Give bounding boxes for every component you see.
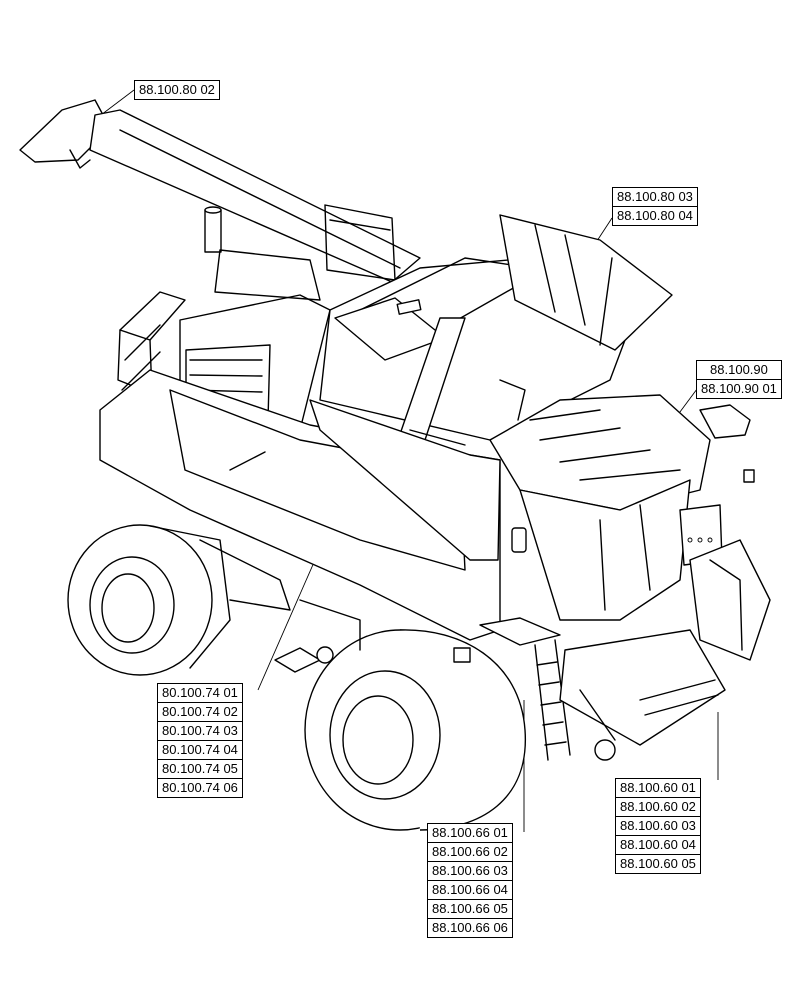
part-number: 88.100.80 04 xyxy=(613,206,697,225)
callout-header-rear: 88.100.60 01 88.100.60 02 88.100.60 03 8… xyxy=(615,778,701,874)
part-number: 80.100.74 01 xyxy=(162,685,238,700)
part-number: 88.100.90 01 xyxy=(697,379,781,398)
unloading-auger xyxy=(19,99,421,283)
grain-tank xyxy=(319,214,673,441)
part-number: 88.100.60 01 xyxy=(620,780,696,795)
part-number: 88.100.66 05 xyxy=(428,899,512,918)
part-number: 88.100.80 03 xyxy=(617,189,693,204)
part-number: 80.100.74 04 xyxy=(158,740,242,759)
part-number: 88.100.60 05 xyxy=(616,854,700,873)
front-left-wheel xyxy=(304,629,526,831)
part-number: 88.100.66 02 xyxy=(428,842,512,861)
part-number: 88.100.66 03 xyxy=(428,861,512,880)
part-number: 80.100.74 06 xyxy=(158,778,242,797)
callout-unloading-tube: 88.100.80 02 xyxy=(134,80,220,100)
callout-ladder: 88.100.66 01 88.100.66 02 88.100.66 03 8… xyxy=(427,823,513,938)
access-ladder xyxy=(274,527,571,761)
cab xyxy=(489,394,755,621)
part-number: 88.100.66 01 xyxy=(432,825,508,840)
part-number: 88.100.66 04 xyxy=(428,880,512,899)
part-number: 88.100.60 02 xyxy=(616,797,700,816)
part-number: 88.100.60 04 xyxy=(616,835,700,854)
part-number: 80.100.74 03 xyxy=(158,721,242,740)
rear-header xyxy=(453,629,726,761)
part-number: 80.100.74 05 xyxy=(158,759,242,778)
part-number: 80.100.74 02 xyxy=(158,702,242,721)
part-number: 88.100.66 06 xyxy=(428,918,512,937)
callout-grain-tank-cover: 88.100.80 03 88.100.80 04 xyxy=(612,187,698,226)
part-number: 88.100.80 02 xyxy=(139,82,215,97)
part-number: 88.100.90 xyxy=(710,362,768,377)
part-number: 88.100.60 03 xyxy=(616,816,700,835)
callout-side-panel: 80.100.74 01 80.100.74 02 80.100.74 03 8… xyxy=(157,683,243,798)
front-right-wheel xyxy=(689,539,771,661)
chassis-details xyxy=(199,539,361,664)
callout-cab-roof: 88.100.90 88.100.90 01 xyxy=(696,360,782,399)
leader-lines xyxy=(96,89,719,832)
rear-left-wheel xyxy=(67,524,231,676)
